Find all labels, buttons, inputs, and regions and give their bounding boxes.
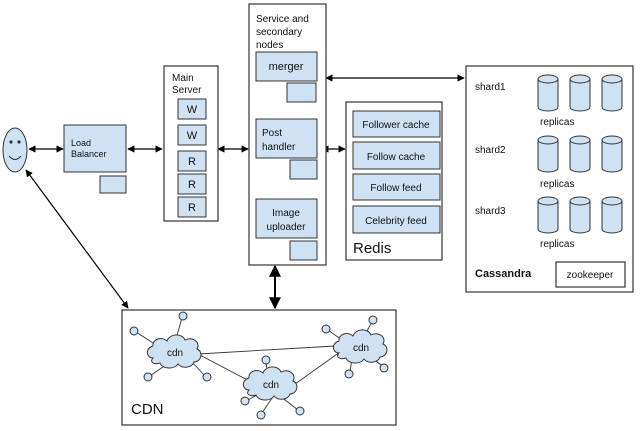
cdn-edge-node [379, 363, 389, 373]
replica-cylinder-icon [601, 74, 623, 112]
svg-text:merger: merger [269, 61, 304, 73]
cdn-cloud-icon: cdn [146, 334, 202, 369]
image-uploader-node: Image uploader [255, 198, 318, 239]
server-slot: W [177, 124, 207, 146]
svg-text:R: R [188, 156, 196, 168]
cdn-edge-node [202, 372, 212, 382]
cdn-edge-node [129, 326, 139, 336]
user-smiley-icon [2, 127, 28, 173]
main-server-label-line2: Server [172, 85, 202, 96]
cdn-title: CDN [131, 401, 164, 418]
svg-text:W: W [187, 104, 198, 116]
cdn-edge-node [261, 355, 271, 365]
service-nodes: Service and secondary nodes merger Post … [248, 3, 327, 266]
server-slot: W [177, 98, 207, 120]
svg-text:cdn: cdn [353, 343, 369, 354]
merger-node: merger [255, 51, 318, 82]
server-slot: R [177, 150, 207, 172]
service-title-line1: Service and [256, 14, 309, 25]
svg-text:Follow cache: Follow cache [367, 152, 426, 163]
cdn-edge-node [295, 406, 305, 416]
svg-text:Follower cache: Follower cache [362, 120, 430, 131]
merger-small-box [286, 82, 317, 103]
main-server-label-line1: Main [172, 73, 194, 84]
cdn-edge-node [178, 311, 188, 321]
cassandra-cluster: shard1 replicas shard2 replicas [465, 65, 634, 293]
cdn-link [197, 345, 336, 355]
cdn-edge-node [256, 410, 266, 420]
shard-label: shard1 [475, 82, 506, 93]
shard-label: shard2 [475, 145, 506, 156]
svg-text:handler: handler [262, 142, 296, 153]
cdn-edge-node [240, 396, 250, 406]
redis-item: Follower cache [352, 110, 441, 138]
cassandra-title: Cassandra [475, 268, 532, 280]
svg-text:zookeeper: zookeeper [567, 270, 614, 281]
svg-text:W: W [187, 130, 198, 142]
replicas-label: replicas [540, 179, 574, 190]
svg-text:Image: Image [272, 208, 300, 219]
cdn-edge-node [344, 369, 354, 379]
svg-text:R: R [188, 202, 196, 214]
svg-text:Follow feed: Follow feed [370, 183, 421, 194]
main-server: Main Server W W R R R [163, 65, 219, 222]
cdn-cloud-icon: cdn [332, 329, 388, 364]
post-handler-small-box [289, 159, 318, 180]
redis-cluster: Follower cache Follow cache Follow feed … [345, 101, 443, 261]
replica-cylinder-icon [601, 196, 623, 234]
replica-cylinder-icon [537, 74, 559, 112]
cdn-link [294, 351, 341, 385]
cdn-network: cdn cdn cdn CDN [121, 309, 397, 426]
replica-cylinder-icon [569, 135, 591, 173]
user-cdn-arrow [25, 169, 129, 309]
lb-label-line1: Load [71, 138, 91, 148]
server-slot: R [177, 196, 207, 218]
zookeeper-box: zookeeper [555, 261, 626, 288]
svg-text:Post: Post [262, 128, 282, 139]
service-title-line2: secondary [256, 27, 302, 38]
replica-cylinder-icon [537, 135, 559, 173]
shard-label: shard3 [475, 206, 506, 217]
lb-small-box [99, 175, 127, 194]
svg-text:cdn: cdn [263, 380, 279, 391]
replica-cylinder-icon [537, 196, 559, 234]
redis-item: Celebrity feed [352, 205, 441, 234]
svg-text:cdn: cdn [167, 348, 183, 359]
redis-item: Follow feed [352, 173, 441, 201]
svg-text:R: R [188, 179, 196, 191]
cdn-cloud-icon: cdn [242, 366, 298, 401]
replica-cylinder-icon [569, 74, 591, 112]
replica-cylinder-icon [569, 196, 591, 234]
replica-cylinder-icon [601, 135, 623, 173]
svg-text:uploader: uploader [267, 222, 307, 233]
svg-text:Celebrity feed: Celebrity feed [365, 216, 427, 227]
cdn-edge-node [368, 315, 378, 325]
service-title-line3: nodes [256, 40, 283, 51]
replicas-label: replicas [540, 117, 574, 128]
redis-item: Follow cache [352, 141, 441, 170]
load-balancer: Load Balancer [63, 124, 127, 194]
redis-title: Redis [353, 240, 391, 257]
post-handler-node: Post handler [255, 118, 318, 159]
replicas-label: replicas [540, 239, 574, 250]
cdn-edge-node [143, 372, 153, 382]
server-slot: R [177, 173, 207, 195]
cdn-edge-node [321, 324, 331, 334]
image-uploader-small-box [289, 240, 318, 261]
lb-label-line2: Balancer [71, 149, 107, 159]
